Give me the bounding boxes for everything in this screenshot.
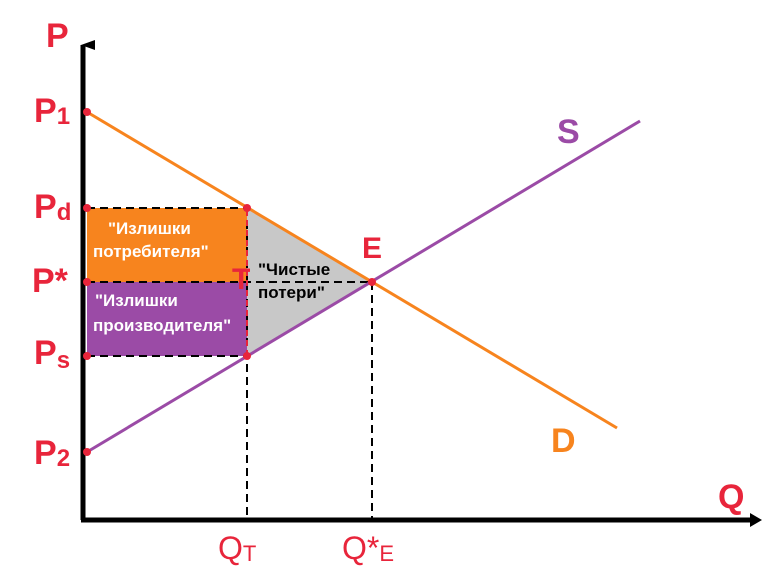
supply-curve-label: S	[557, 113, 580, 151]
quantity-label-qt: QT	[218, 530, 256, 566]
point-p1	[83, 108, 91, 116]
demand-curve-label: D	[551, 422, 576, 460]
deadweight-loss-label-line1: "Чистые	[258, 260, 330, 279]
deadweight-loss-label-line2: потери"	[258, 283, 325, 302]
price-label-p2: P2	[34, 434, 70, 472]
y-axis-label: P	[46, 17, 69, 55]
supply-curve	[86, 119, 641, 454]
point-supply-qt	[243, 352, 251, 360]
point-pd	[83, 204, 91, 212]
tax-point-label: T	[232, 263, 250, 296]
point-equilibrium	[368, 278, 376, 286]
producer-surplus-label-line1: "Излишки	[95, 291, 178, 310]
x-axis-label: Q	[718, 478, 744, 516]
point-demand-qt	[243, 204, 251, 212]
price-label-p1: P1	[34, 92, 70, 130]
x-axis-arrow	[750, 513, 762, 527]
quantity-label-qe: Q*E	[342, 530, 394, 566]
consumer-surplus-label-line2: потребителя"	[93, 242, 209, 261]
price-label-pstar: P*	[32, 262, 69, 300]
price-label-pd: Pd	[34, 188, 71, 226]
consumer-surplus-label-line1: "Излишки	[108, 219, 191, 238]
point-pstar	[83, 278, 91, 286]
equilibrium-label: E	[362, 232, 382, 265]
point-p2	[83, 448, 91, 456]
demand-curve	[86, 110, 618, 430]
producer-surplus-area	[87, 282, 247, 356]
point-ps	[83, 352, 91, 360]
consumer-surplus-area	[87, 208, 247, 282]
price-label-ps: Ps	[34, 334, 70, 374]
producer-surplus-label-line2: производителя"	[93, 316, 231, 335]
